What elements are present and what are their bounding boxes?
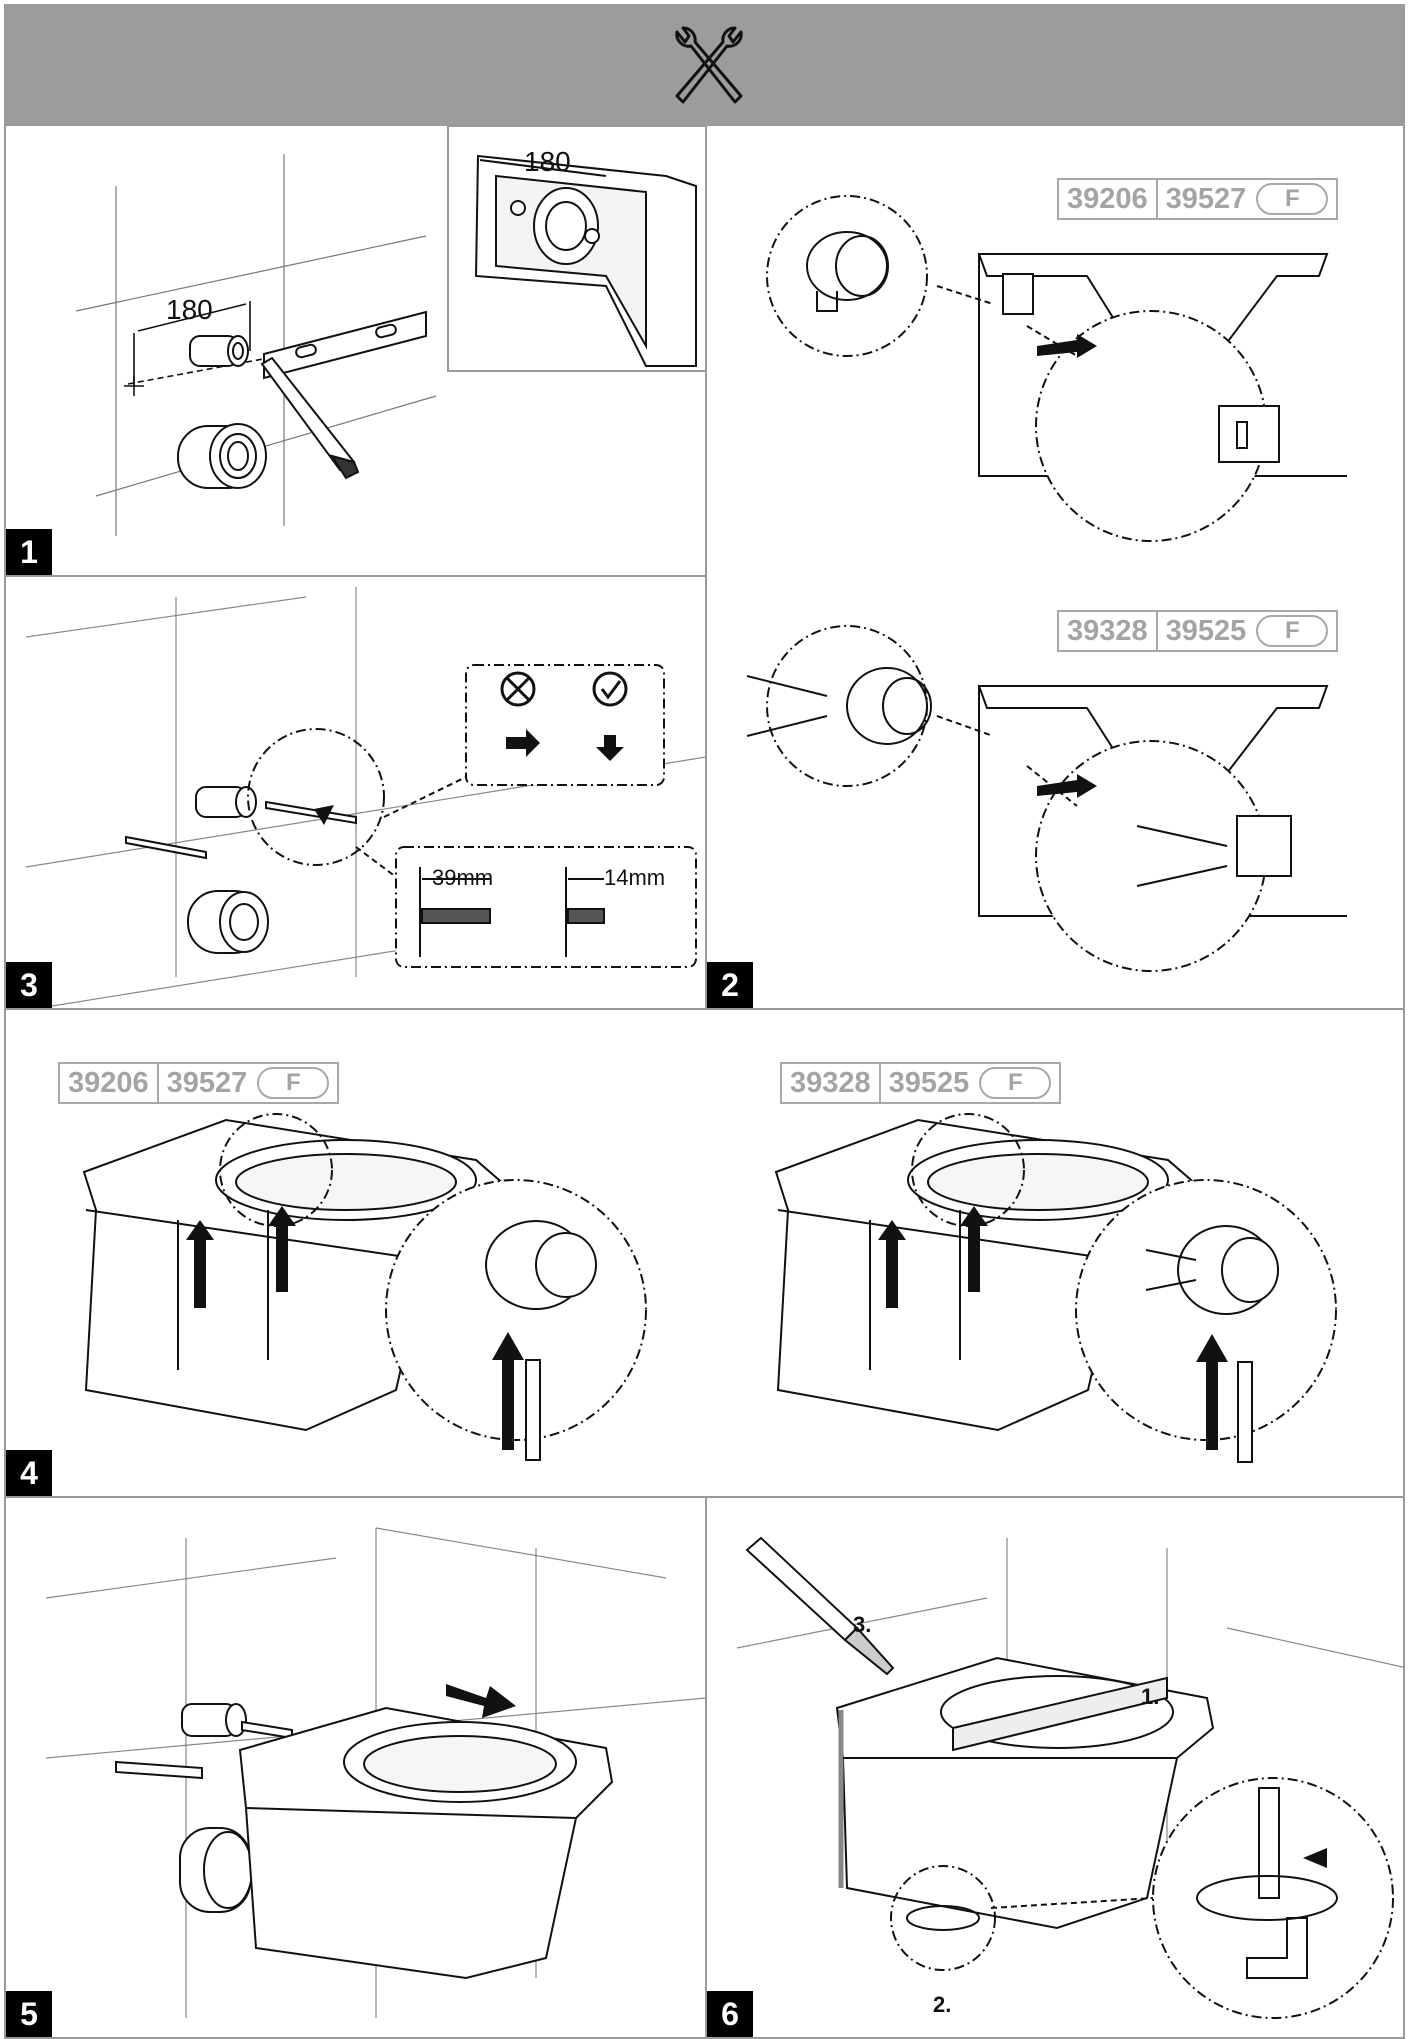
model-code: 39328 — [1067, 615, 1148, 647]
model-code: 39328 — [790, 1067, 871, 1099]
variant-badge: F — [257, 1067, 330, 1099]
toilet-valve-fitting-illustration — [82, 1113, 1337, 1463]
step-number: 4 — [6, 1450, 52, 1496]
check-circle-icon — [592, 671, 628, 707]
model-code: 39525 — [1155, 612, 1255, 650]
length-39: 39mm — [432, 865, 494, 890]
model-code: 39206 — [68, 1067, 149, 1099]
step-number: 5 — [6, 1991, 52, 2037]
step-number: 3 — [6, 962, 52, 1008]
cross-circle-icon — [500, 671, 536, 707]
length-14: 14mm — [604, 865, 666, 890]
model-code: 39206 — [1067, 183, 1148, 215]
model-codes-right: 39328 39525 F — [780, 1062, 1062, 1104]
model-code: 39525 — [878, 1064, 978, 1102]
toilet-levelling-sealing-illustration — [736, 1536, 1403, 2019]
pan-dimension: 180 — [524, 146, 571, 177]
sub-step-label-2: 2. — [933, 1992, 952, 2017]
model-codes-top: 39206 39527 F — [1057, 178, 1339, 220]
step-number: 6 — [707, 1991, 753, 2037]
sub-step-label-1: 1. — [1141, 1684, 1160, 1709]
sub-step-label-3: 3. — [853, 1612, 872, 1637]
step-number: 1 — [6, 529, 52, 575]
model-codes-bottom: 39328 39525 F — [1057, 610, 1339, 652]
step-6-panel: 1. 2. 3. 6 — [705, 1496, 1405, 2039]
tools-header — [4, 4, 1405, 126]
variant-badge: F — [979, 1067, 1052, 1099]
wall-drill-illustration — [75, 126, 705, 536]
step-number: 2 — [707, 962, 753, 1008]
toilet-mounting-illustration — [45, 1527, 705, 2018]
wall-dimension: 180 — [166, 294, 213, 325]
model-codes-left: 39206 39527 F — [58, 1062, 340, 1104]
model-code: 39527 — [1155, 180, 1255, 218]
bolt-install-illustration — [25, 587, 705, 1008]
step-3-panel: 39mm 14mm 3 — [4, 575, 707, 1010]
step-4-panel: 39206 39527 F 39328 39525 F 4 — [4, 1008, 1405, 1498]
valve-cross-section-illustration — [746, 195, 1347, 972]
variant-badge: F — [1256, 183, 1329, 215]
step-1-panel: 180 180 1 — [4, 124, 707, 577]
model-code: 39527 — [156, 1064, 256, 1102]
wrench-cross-icon — [675, 26, 743, 104]
step-2-panel: 39206 39527 F 39328 39525 F 2 — [705, 124, 1405, 1010]
variant-badge: F — [1256, 615, 1329, 647]
step-5-panel: 5 — [4, 1496, 707, 2039]
